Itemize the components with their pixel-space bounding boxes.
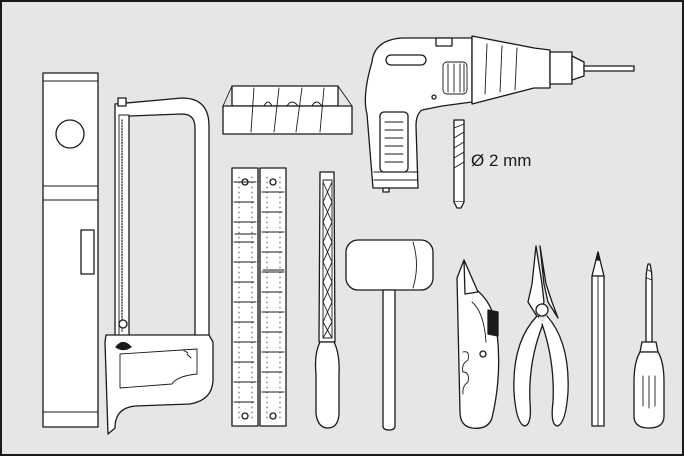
spirit-level bbox=[42, 72, 99, 428]
miter-box bbox=[222, 85, 353, 135]
hacksaw bbox=[104, 97, 214, 435]
file bbox=[314, 171, 340, 429]
screwdriver bbox=[633, 263, 665, 429]
drill-bit bbox=[453, 119, 465, 209]
utility-knife bbox=[456, 259, 500, 429]
folding-ruler bbox=[231, 167, 287, 427]
drill-bit-size-label: Ø 2 mm bbox=[471, 151, 532, 170]
mallet bbox=[345, 239, 434, 431]
power-drill bbox=[364, 35, 635, 193]
pliers bbox=[513, 245, 569, 427]
pencil bbox=[591, 251, 605, 427]
